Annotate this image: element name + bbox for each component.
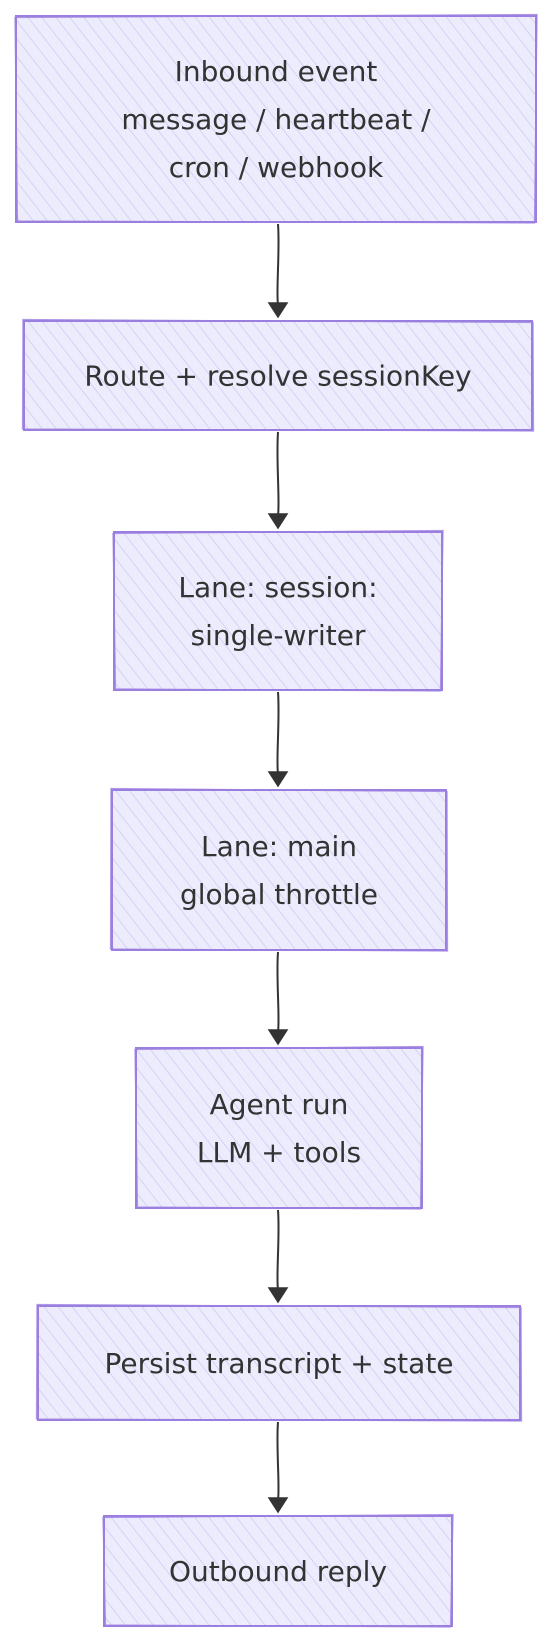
arrowhead-icon: [267, 302, 289, 319]
edges: [267, 223, 289, 1514]
arrowhead-icon: [267, 1497, 289, 1514]
node-persist: Persist transcript + state: [35, 1303, 523, 1422]
edge-line: [276, 223, 280, 306]
node-box-outline: [21, 318, 535, 432]
node-label: LLM + tools: [197, 1136, 361, 1169]
nodes: Inbound event message / heartbeat / cron /…: [14, 13, 538, 1628]
edge-lane-session-to-lane-main: [267, 691, 289, 788]
edge-inbound-to-route: [267, 223, 289, 319]
edge-persist-to-outbound: [267, 1421, 289, 1514]
edge-route-to-lane-session: [267, 431, 289, 530]
node-label: Agent run: [210, 1088, 349, 1121]
edge-line: [276, 1209, 280, 1291]
edge-line: [276, 1421, 280, 1501]
node-box-outline: [35, 1303, 523, 1422]
node-label: Lane: session:: [178, 571, 377, 604]
node-label: global throttle: [180, 878, 378, 911]
node-box-outline: [112, 529, 444, 692]
edge-line: [276, 431, 280, 517]
edge-agent-run-to-persist: [267, 1209, 289, 1304]
node-box: [113, 531, 443, 691]
node-box: [135, 1047, 423, 1209]
node-box-outline: [134, 1045, 424, 1210]
node-label: Persist transcript + state: [104, 1347, 453, 1380]
node-box: [111, 789, 447, 951]
edge-line: [276, 951, 280, 1033]
node-box-outline: [109, 787, 449, 952]
node-label: single-writer: [191, 619, 366, 652]
node-label: Inbound event: [175, 55, 378, 88]
edge-lane-main-to-agent-run: [267, 951, 289, 1046]
node-label: cron / webhook: [169, 151, 384, 184]
node-box: [37, 1305, 521, 1421]
arrowhead-icon: [267, 1029, 289, 1046]
node-label: message / heartbeat /: [121, 103, 431, 136]
node-label: Outbound reply: [169, 1555, 387, 1588]
node-label: Route + resolve sessionKey: [84, 360, 471, 393]
node-outbound: Outbound reply: [102, 1513, 454, 1628]
node-lane-session: Lane: session: single-writer: [112, 529, 444, 692]
node-box: [23, 320, 533, 431]
node-route: Route + resolve sessionKey: [21, 318, 535, 432]
edge-line: [276, 691, 280, 775]
arrowhead-icon: [267, 1287, 289, 1304]
arrowhead-icon: [267, 513, 289, 530]
node-box-outline: [102, 1513, 454, 1628]
node-lane-main: Lane: main global throttle: [109, 787, 449, 952]
node-box-outline: [14, 13, 538, 224]
arrowhead-icon: [267, 771, 289, 788]
node-label: Lane: main: [201, 830, 357, 863]
node-inbound: Inbound event message / heartbeat / cron /…: [14, 13, 538, 224]
